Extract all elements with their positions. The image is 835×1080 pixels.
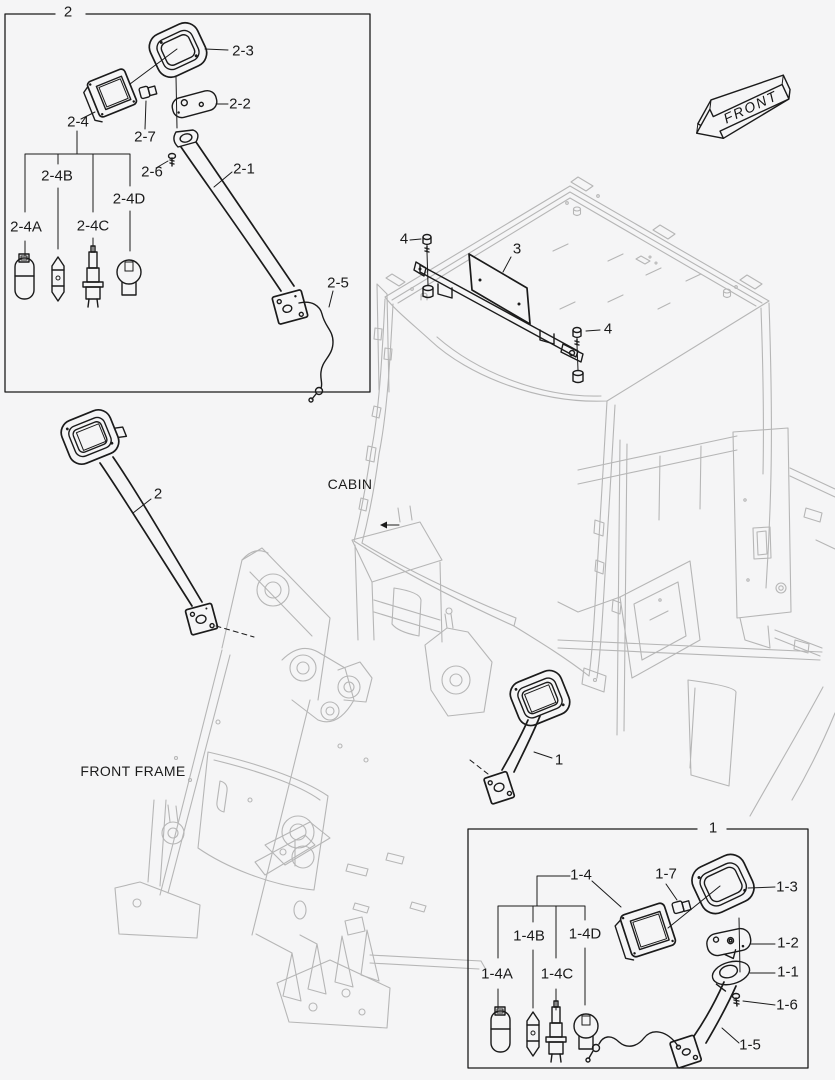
cabin-body — [351, 283, 835, 817]
assembled-lamp-2 — [60, 409, 255, 638]
connector-2-7 — [138, 85, 158, 100]
callout-3: 3 — [512, 240, 522, 258]
connector-1-7 — [671, 900, 692, 915]
bulb-1-4C — [545, 1000, 567, 1063]
lamp-1-4 — [614, 902, 677, 961]
callout-2-7: 2-7 — [134, 128, 156, 146]
cabin-label: CABIN — [327, 476, 373, 492]
roof-screw-4-left — [409, 233, 434, 299]
callout-1-5: 1-5 — [739, 1036, 761, 1054]
front-frame-wireframe — [114, 547, 493, 1029]
callout-2-4D: 2-4D — [112, 190, 146, 208]
machine-wireframe — [114, 176, 835, 1029]
callout-1-3: 1-3 — [776, 878, 798, 896]
bezel-1-3 — [691, 853, 755, 915]
callout-box2-group: 2 — [63, 3, 73, 21]
callout-1-6: 1-6 — [776, 996, 798, 1014]
callout-2-2: 2-2 — [229, 95, 251, 113]
front-arrow: FRONT — [695, 74, 791, 140]
callout-1-4B: 1-4B — [513, 927, 545, 945]
callout-2-4A: 2-4A — [10, 218, 42, 236]
harness-2-5 — [298, 301, 334, 403]
callout-1-7: 1-7 — [655, 865, 677, 883]
lamp-2-4 — [83, 68, 138, 123]
callout-lamp-1: 1 — [554, 751, 564, 769]
bulb-2-4B — [51, 256, 65, 302]
detail-box-2 — [4, 13, 371, 403]
callout-1-1: 1-1 — [777, 963, 799, 981]
bulb-1-4D — [573, 1013, 599, 1050]
callout-2-4C: 2-4C — [76, 217, 110, 235]
roof-screw-4-right — [572, 326, 601, 384]
callout-2-5: 2-5 — [327, 274, 349, 292]
callout-1-4C: 1-4C — [540, 965, 574, 983]
callout-1-2: 1-2 — [777, 934, 799, 952]
plate-1-1 — [711, 960, 751, 992]
callout-2-3: 2-3 — [232, 42, 254, 60]
roof-bracket-3 — [413, 253, 584, 363]
stay-1-5 — [585, 981, 737, 1069]
bulb-1-4A — [490, 1006, 511, 1053]
callout-1-4D: 1-4D — [568, 925, 602, 943]
cabin-pointer-arrow — [380, 521, 400, 529]
callout-2-4: 2-4 — [67, 113, 89, 131]
front-frame-label: FRONT FRAME — [80, 763, 186, 779]
callout-4-left: 4 — [399, 230, 409, 248]
cabin-roof — [384, 176, 770, 402]
callout-lamp-2: 2 — [153, 485, 163, 503]
bezel-2-3 — [148, 21, 208, 79]
bracket-1-2 — [706, 927, 752, 960]
callout-1-4: 1-4 — [570, 866, 592, 884]
screw-1-6 — [731, 992, 741, 1007]
stay-2-1 — [173, 129, 309, 325]
bulb-2-4A — [14, 253, 35, 300]
callout-1-4A: 1-4A — [481, 965, 513, 983]
callout-2-1: 2-1 — [233, 160, 255, 178]
callout-2-4B: 2-4B — [41, 167, 73, 185]
detail-box-1 — [467, 828, 809, 1069]
callout-2-6: 2-6 — [141, 163, 163, 181]
bulb-2-4D — [116, 259, 142, 296]
callout-box1-group: 1 — [708, 819, 718, 837]
callout-4-right: 4 — [603, 320, 613, 338]
bulb-1-4B — [526, 1011, 540, 1057]
assembled-lamp-1 — [469, 669, 571, 805]
bracket-2-2 — [171, 89, 218, 119]
bulb-2-4C — [82, 245, 104, 308]
screw-2-6 — [167, 152, 177, 167]
